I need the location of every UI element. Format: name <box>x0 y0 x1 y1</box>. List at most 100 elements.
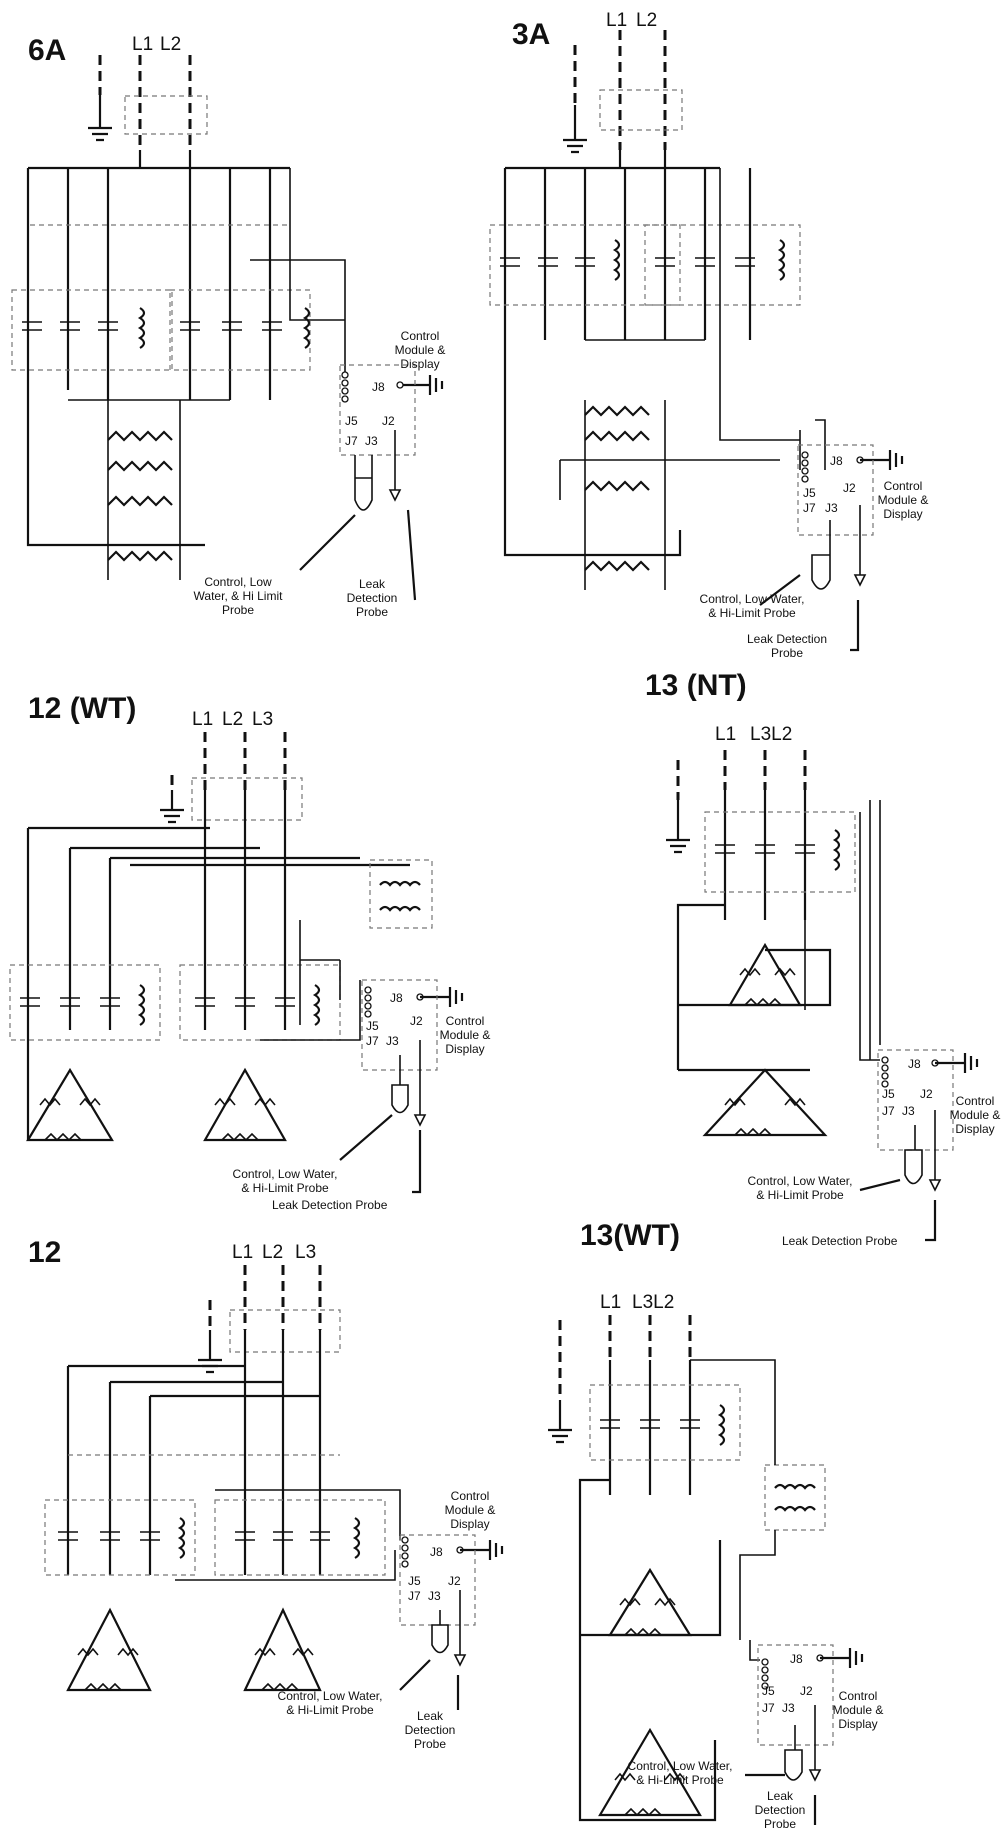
line-label-l2: L2 <box>160 34 181 55</box>
probe-icon <box>784 1725 803 1781</box>
probe-icon <box>904 1125 923 1185</box>
heating-element-icon <box>107 430 173 562</box>
jack-label: J8 <box>790 1652 803 1666</box>
jack-label: J8 <box>372 380 385 394</box>
line-label-l3l2: L3L2 <box>750 724 792 745</box>
jack-label: J5 <box>882 1087 895 1101</box>
ground-icon <box>420 987 464 1007</box>
jack-label: J3 <box>902 1104 915 1118</box>
diagram-title: 6A <box>28 34 66 67</box>
probe-label: Control, Low Water,& Hi-Limit Probe <box>748 1174 853 1202</box>
diagram-title: 3A <box>512 18 550 51</box>
leak-probe-icon <box>808 1705 822 1782</box>
ground-icon <box>820 1648 864 1668</box>
line-label-l2: L2 <box>262 1242 283 1263</box>
jack-label: J3 <box>386 1034 399 1048</box>
line-label-l1: L1 <box>192 709 213 730</box>
jack-label: J7 <box>366 1034 379 1048</box>
pointer-arrows <box>859 1178 937 1242</box>
pointer-arrows <box>399 1659 460 1710</box>
jack-label: J7 <box>882 1104 895 1118</box>
ground-icon <box>548 1400 572 1444</box>
pointer-arrows <box>745 1773 817 1825</box>
jack-label: J7 <box>762 1701 775 1715</box>
jack-label: J5 <box>345 414 358 428</box>
jack-label: J8 <box>830 454 843 468</box>
delta-element-icon <box>702 942 828 1137</box>
jack-label: J3 <box>782 1701 795 1715</box>
leak-probe-icon <box>453 1590 467 1667</box>
leak-label: Leak Detection Probe <box>782 1234 898 1248</box>
line-label-l1: L1 <box>715 724 736 745</box>
probe-icon <box>431 1610 449 1654</box>
ground-icon <box>563 105 587 154</box>
jack-label: J5 <box>803 486 816 500</box>
line-label-l2: L2 <box>222 709 243 730</box>
ground-icon <box>935 1053 979 1073</box>
line-label-l1: L1 <box>606 10 627 31</box>
pointer-arrows <box>759 574 860 652</box>
ground-icon <box>860 450 904 470</box>
jack-label: J8 <box>430 1545 443 1559</box>
leak-probe-icon <box>388 430 402 502</box>
probe-icon <box>354 455 373 511</box>
line-label-l2: L2 <box>636 10 657 31</box>
jack-label: J2 <box>920 1087 933 1101</box>
coil-icon <box>612 239 786 281</box>
diagram-title: 13 (NT) <box>645 669 747 702</box>
coil-icon <box>832 829 841 871</box>
diagram-title: 12 <box>28 1236 61 1269</box>
jack-label: J2 <box>448 1574 461 1588</box>
line-label-l3: L3 <box>295 1242 316 1263</box>
pointer-arrows <box>339 1114 422 1194</box>
ground-icon <box>88 95 112 142</box>
jack-label: J3 <box>825 501 838 515</box>
pointer-arrows <box>299 509 417 601</box>
line-label-l3: L3 <box>252 709 273 730</box>
jack-label: J3 <box>365 434 378 448</box>
leak-probe-icon <box>928 1110 942 1192</box>
ground-icon <box>160 790 184 824</box>
jack-label: J2 <box>410 1014 423 1028</box>
ground-icon <box>666 800 690 854</box>
transformer-icon <box>774 1483 816 1512</box>
probe-icon <box>391 1055 409 1114</box>
jack-label: J2 <box>843 481 856 495</box>
leak-probe-icon <box>853 505 867 587</box>
line-label-l1: L1 <box>600 1292 621 1313</box>
probe-icon <box>811 520 831 590</box>
jack-label: J3 <box>428 1589 441 1603</box>
jack-label: J7 <box>345 434 358 448</box>
transformer-icon <box>379 880 421 912</box>
leak-label: Leak Detection Probe <box>272 1198 388 1212</box>
coil-icon <box>717 1404 726 1446</box>
coil-icon <box>137 307 311 349</box>
line-label-l1: L1 <box>132 34 153 55</box>
jack-label: J7 <box>408 1589 421 1603</box>
jack-label: J5 <box>762 1684 775 1698</box>
jack-label: J5 <box>408 1574 421 1588</box>
jack-label: J8 <box>908 1057 921 1071</box>
coil-icon <box>177 1517 361 1559</box>
jack-label: J8 <box>390 991 403 1005</box>
coil-icon <box>137 984 321 1026</box>
heating-element-icon <box>584 405 650 572</box>
probe-label: Control, Low Water,& Hi-Limit Probe <box>628 1759 733 1787</box>
ground-icon <box>198 1330 222 1374</box>
jack-label: J2 <box>382 414 395 428</box>
